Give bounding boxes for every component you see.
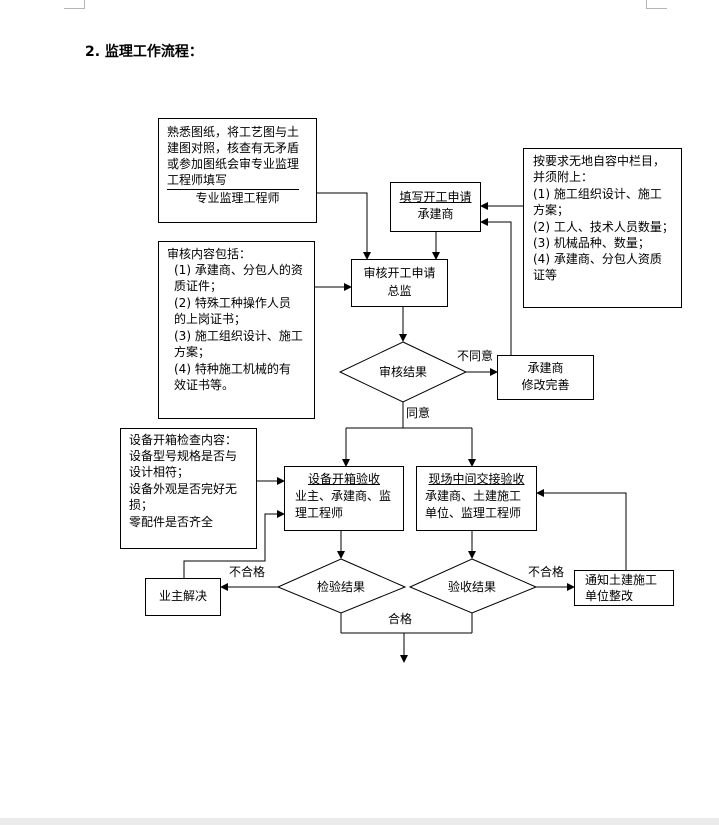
review-content-box: 审核内容包括： (1) 承建商、分包人的资 质证件； (2) 特殊工种操作人员 … [158, 241, 315, 419]
drawings-review-box: 熟悉图纸，将工艺图与土 建图对照，核查有无矛盾 或参加图纸会审专业监理 工程师填… [158, 118, 317, 223]
review-application-box: 审核开工申请 总监 [351, 259, 448, 307]
unpack-acceptance-title: 设备开箱验收 [307, 472, 380, 486]
drawings-line-4: 工程师填写 [167, 173, 228, 187]
handover-acceptance-role-2: 单位、监理工程师 [425, 506, 522, 520]
attachments-line-3: (1) 施工组织设计、施工 [533, 187, 662, 201]
edge-drawings-to-review [317, 192, 371, 260]
notify-civil-box: 通知土建施工 单位整改 [574, 570, 674, 606]
review-content-line-8: (4) 特种施工机械的有 [174, 362, 291, 376]
review-content-line-4: (2) 特殊工种操作人员 [174, 296, 291, 310]
fill-application-title: 填写开工申请 [399, 190, 472, 204]
attachments-line-6: (3) 机械品种、数量； [533, 236, 650, 250]
review-result-diamond [338, 341, 468, 403]
unpack-content-line-1: 设备开箱检查内容： [129, 433, 238, 447]
unpack-content-line-4: 设备外观是否完好无 [129, 482, 238, 496]
accept-result-diamond [408, 558, 538, 614]
edge-label-disagree: 不同意 [457, 349, 494, 363]
review-content-line-7: 方案； [174, 345, 211, 359]
handover-acceptance-box: 现场中间交接验收 承建商、土建施工 单位、监理工程师 [416, 466, 537, 531]
notify-civil-line-1: 通知土建施工 [585, 573, 658, 587]
unpack-content-line-2: 设备型号规格是否与 [129, 449, 238, 463]
drawings-role: 专业监理工程师 [195, 191, 280, 205]
page-corner-mark-right [646, 0, 667, 9]
attachments-box: 按要求无地自容中栏目， 并须附上： (1) 施工组织设计、施工 方案； (2) … [523, 148, 682, 308]
edge-owner-to-unpack [183, 510, 285, 578]
contractor-revise-line-1: 承建商 [527, 361, 564, 375]
attachments-line-2: 并须附上： [533, 170, 594, 184]
drawings-line-2: 建图对照，核查有无矛盾 [167, 141, 300, 155]
inspect-result-diamond [276, 558, 407, 614]
owner-resolve-label: 业主解决 [158, 589, 207, 603]
attachments-line-1: 按要求无地自容中栏目， [533, 154, 666, 168]
unpack-content-line-5: 损； [129, 498, 154, 512]
unpack-acceptance-role-1: 业主、承建商、监 [295, 489, 392, 503]
unpack-acceptance-role-2: 理工程师 [295, 506, 344, 520]
review-content-line-1: 审核内容包括： [167, 247, 252, 261]
review-application-role: 总监 [387, 284, 412, 298]
edge-label-qualified: 合格 [388, 612, 413, 626]
attachments-line-8: 证等 [533, 268, 558, 282]
edge-label-agree: 同意 [406, 406, 431, 420]
edge-label-unqualified-left: 不合格 [229, 565, 266, 579]
attachments-line-5: (2) 工人、技术人员数量； [533, 220, 674, 234]
fill-application-role: 承建商 [417, 207, 454, 221]
notify-civil-line-2: 单位整改 [585, 589, 634, 603]
review-content-line-2: (1) 承建商、分包人的资 [174, 263, 303, 277]
attachments-line-7: (4) 承建商、分包人资质 [533, 252, 662, 266]
owner-resolve-box: 业主解决 [145, 578, 221, 616]
drawings-line-1: 熟悉图纸，将工艺图与土 [167, 125, 300, 139]
review-content-line-9: 效证书等。 [174, 378, 235, 392]
review-result-label: 审核结果 [378, 365, 427, 379]
unpack-content-line-3: 设计相符； [129, 465, 190, 479]
inspect-result-label: 检验结果 [316, 580, 365, 594]
review-application-title: 审核开工申请 [363, 266, 436, 280]
contractor-revise-line-2: 修改完善 [521, 378, 570, 392]
page-bottom-gutter [0, 818, 719, 825]
unpack-acceptance-box: 设备开箱验收 业主、承建商、监 理工程师 [284, 466, 404, 531]
review-content-line-5: 的上岗证书； [174, 312, 247, 326]
unpack-content-box: 设备开箱检查内容： 设备型号规格是否与 设计相符； 设备外观是否完好无 损； 零… [120, 428, 257, 549]
drawings-line-3: 或参加图纸会审专业监理 [167, 157, 300, 171]
drawings-divider [167, 189, 299, 190]
handover-acceptance-title: 现场中间交接验收 [428, 472, 525, 486]
page-corner-mark-left [64, 0, 85, 9]
handover-acceptance-role-1: 承建商、土建施工 [425, 489, 522, 503]
unpack-content-line-6: 零配件是否齐全 [129, 515, 214, 529]
edge-revise-to-fill [480, 218, 512, 355]
review-content-line-3: 质证件； [174, 279, 223, 293]
section-title: 2. 监理工作流程： [85, 44, 203, 60]
accept-result-label: 验收结果 [447, 580, 496, 594]
edge-label-unqualified-right: 不合格 [528, 565, 565, 579]
contractor-revise-box: 承建商 修改完善 [497, 355, 594, 400]
edge-notify-to-handover [536, 489, 627, 570]
fill-application-box: 填写开工申请 承建商 [390, 182, 481, 232]
review-content-line-6: (3) 施工组织设计、施工 [174, 329, 303, 343]
attachments-line-4: 方案； [533, 203, 570, 217]
